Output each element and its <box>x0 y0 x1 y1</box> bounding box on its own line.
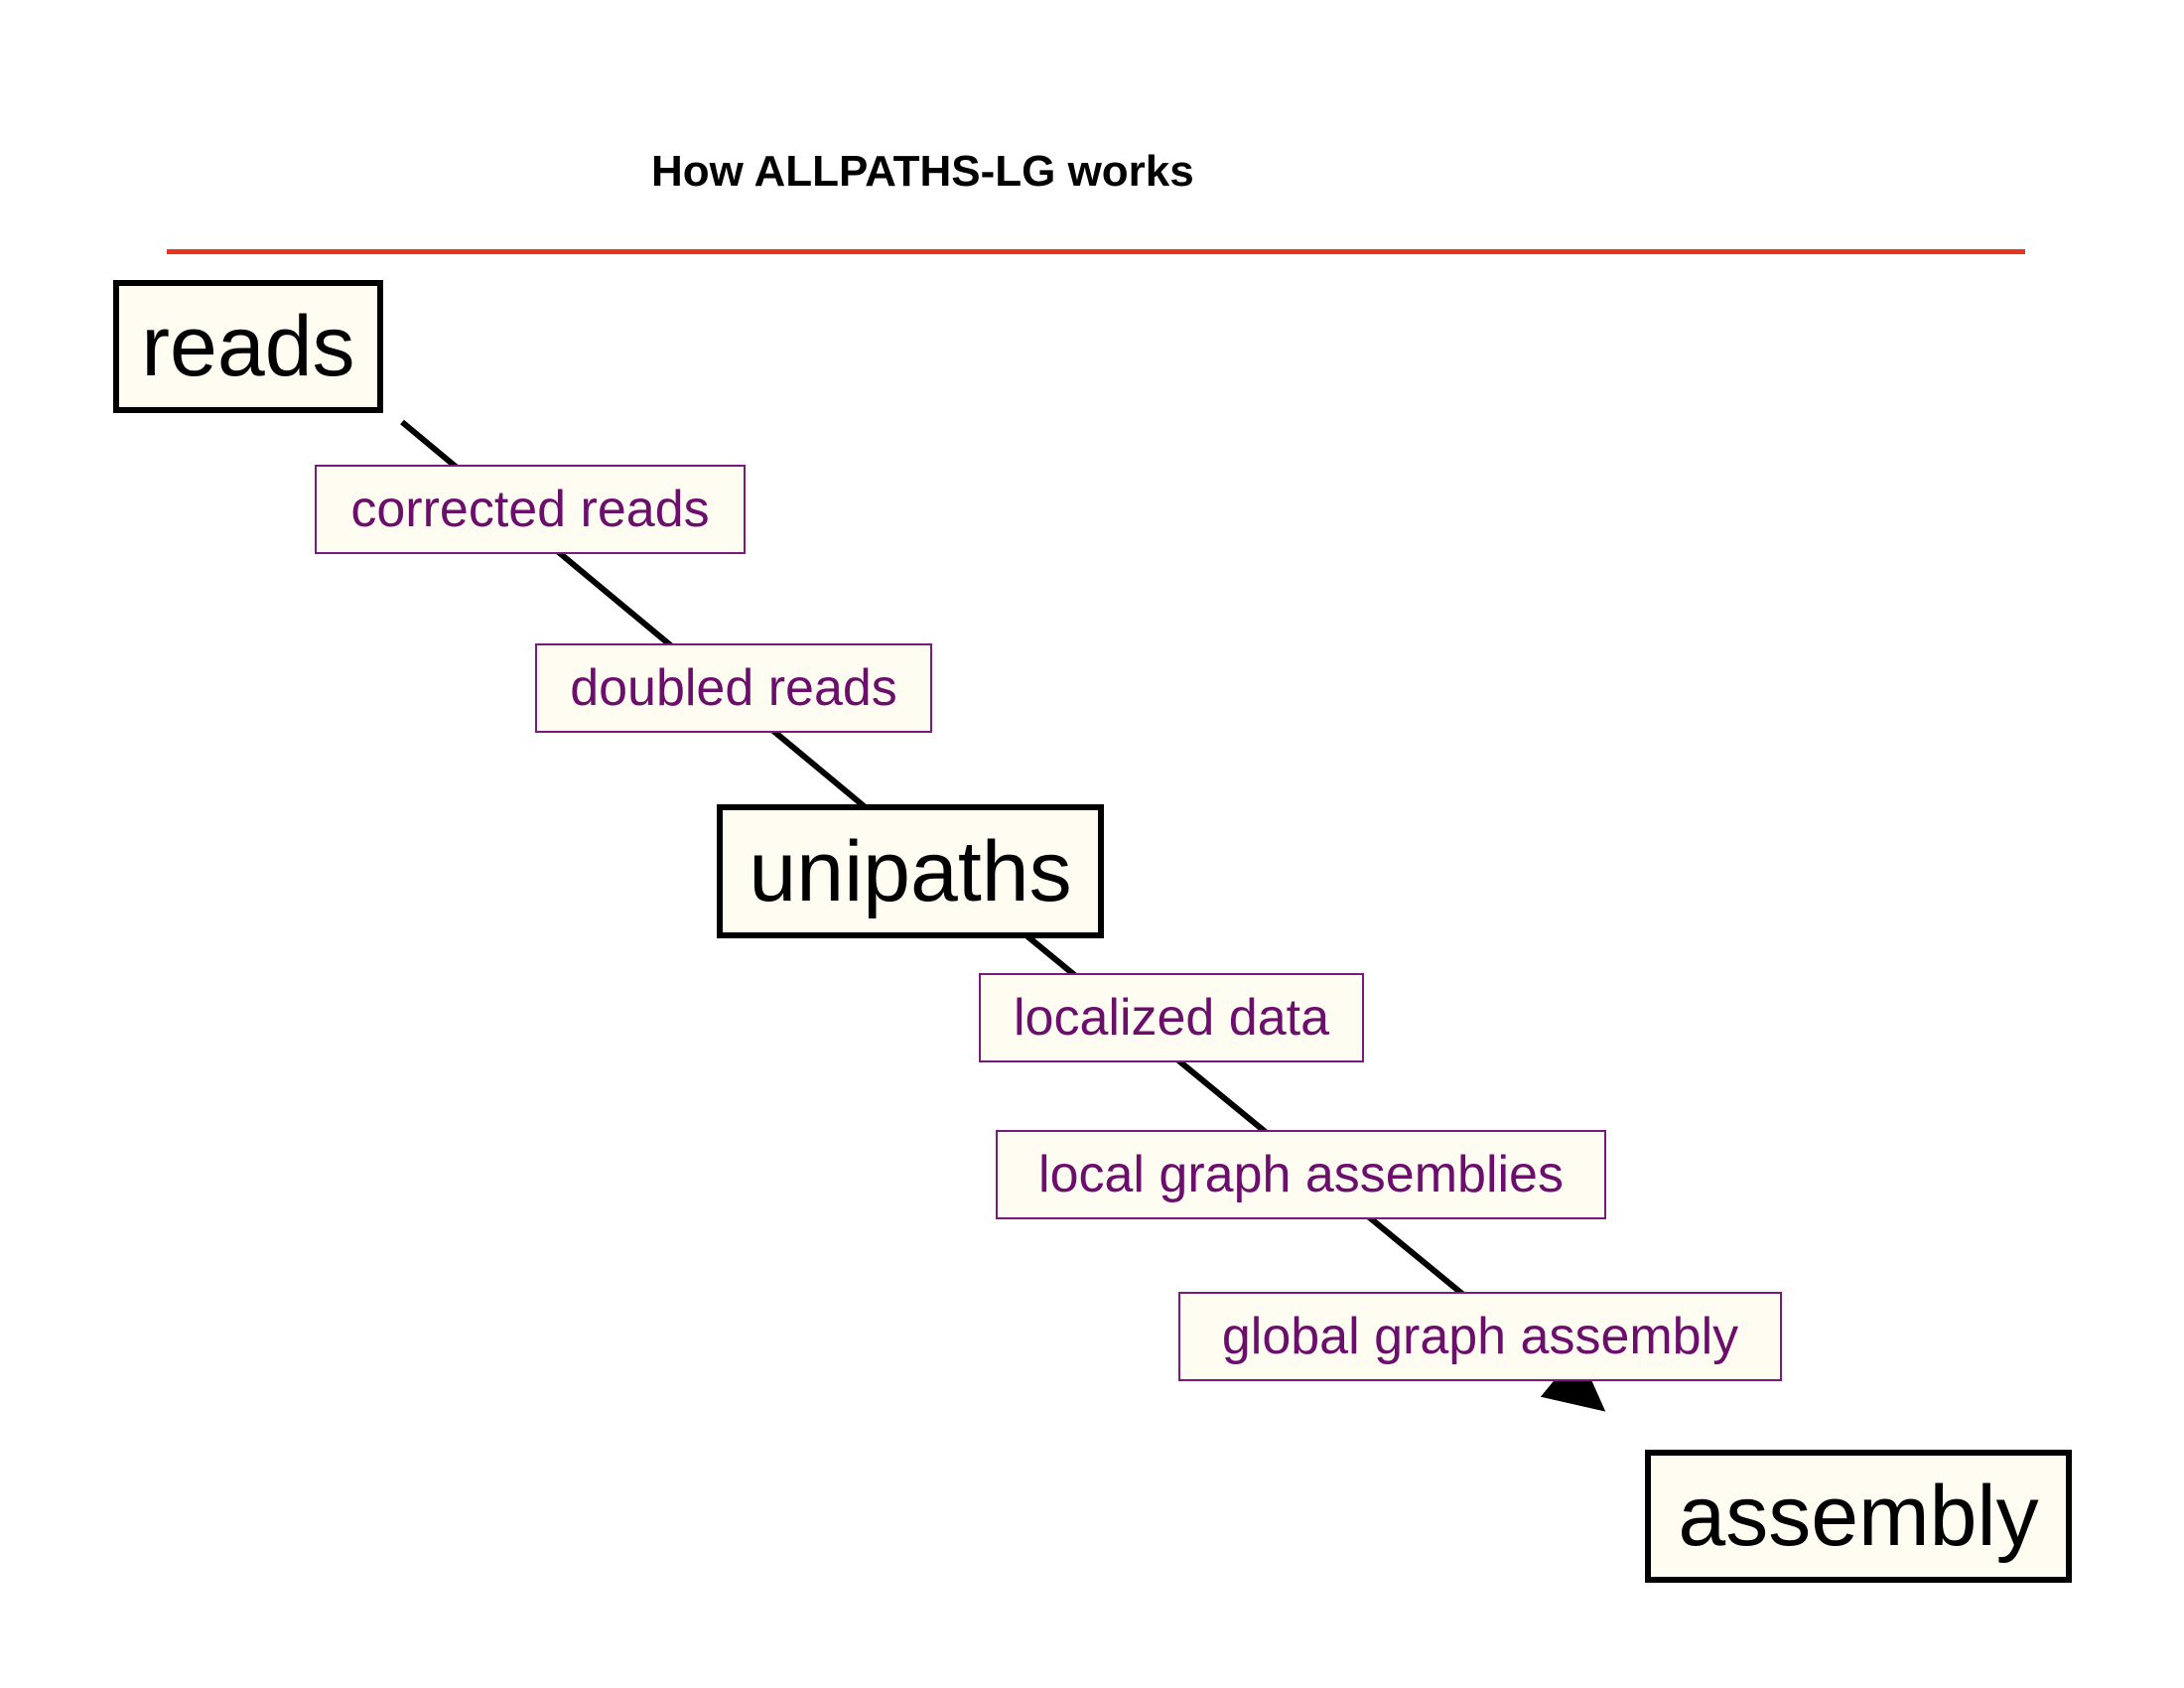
local-graph-assemblies-label: local graph assemblies <box>1038 1146 1564 1203</box>
localized-data-label: localized data <box>1014 989 1329 1047</box>
reads-node: reads <box>113 280 383 413</box>
doubled-reads-label: doubled reads <box>570 659 897 717</box>
assembly-node-label: assembly <box>1678 1469 2039 1564</box>
title-underline <box>167 249 2025 254</box>
global-graph-assembly-step: global graph assembly <box>1178 1292 1782 1381</box>
unipaths-node: unipaths <box>717 804 1104 938</box>
corrected-reads-step: corrected reads <box>315 465 746 554</box>
corrected-reads-label: corrected reads <box>350 481 710 538</box>
localized-data-step: localized data <box>979 973 1364 1062</box>
reads-node-label: reads <box>141 299 355 394</box>
doubled-reads-step: doubled reads <box>535 643 932 733</box>
diagram-title: How ALLPATHS-LG works <box>651 147 1194 196</box>
unipaths-node-label: unipaths <box>749 823 1072 919</box>
global-graph-assembly-label: global graph assembly <box>1221 1308 1739 1365</box>
assembly-node: assembly <box>1645 1450 2072 1583</box>
local-graph-assemblies-step: local graph assemblies <box>996 1130 1606 1219</box>
